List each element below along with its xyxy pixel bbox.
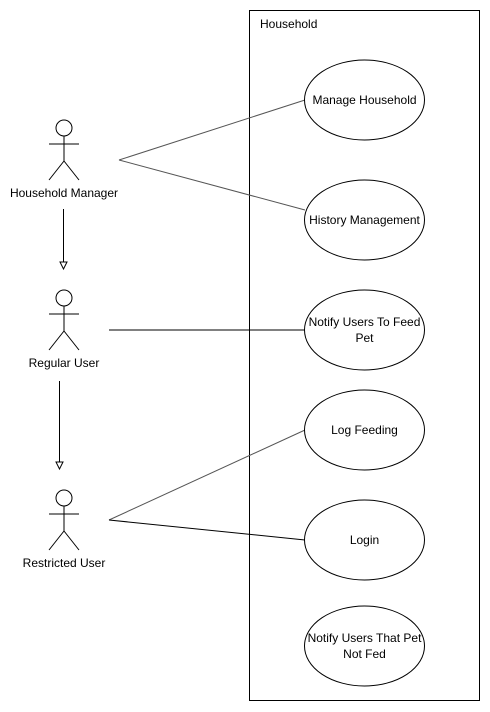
stick-figure-icon <box>48 119 80 181</box>
stick-figure-icon <box>48 489 80 551</box>
actor-label: Restricted User <box>23 556 106 570</box>
use-case-manage-household: Manage Household <box>304 59 425 141</box>
stick-figure-icon <box>48 289 80 351</box>
association-manager-history-management <box>118 159 306 211</box>
use-case-label: History Management <box>309 213 420 227</box>
association-restricted-log-feeding <box>108 429 306 521</box>
use-case-label: Manage Household <box>312 93 416 107</box>
use-case-notify-users-to-feed-pet: Notify Users To Feed Pet <box>304 289 425 371</box>
use-case-label-line-1: Notify Users That Pet <box>308 631 422 645</box>
association-manager-manage-household <box>118 99 306 161</box>
actor-household-manager: Household Manager <box>10 119 118 200</box>
actor-label: Regular User <box>29 356 100 370</box>
use-case-notify-users-that-pet-not-fed: Notify Users That Pet Not Fed <box>304 605 425 687</box>
generalization-regular-to-restricted <box>55 381 64 471</box>
actor-label: Household Manager <box>10 186 118 200</box>
use-case-label: Log Feeding <box>331 423 398 437</box>
actor-regular-user: Regular User <box>29 289 100 370</box>
use-case-log-feeding: Log Feeding <box>304 389 425 471</box>
use-case-login: Login <box>304 499 425 581</box>
actor-restricted-user: Restricted User <box>23 489 106 570</box>
system-boundary-label: Household <box>260 17 317 31</box>
use-case-label: Login <box>350 533 379 547</box>
use-case-history-management: History Management <box>304 179 425 261</box>
generalization-manager-to-regular <box>59 209 68 271</box>
use-case-label-line-1: Notify Users To Feed <box>309 315 421 329</box>
use-case-label-line-2: Not Fed <box>343 647 386 661</box>
association-restricted-login <box>108 519 306 541</box>
use-case-label-line-2: Pet <box>355 331 374 345</box>
